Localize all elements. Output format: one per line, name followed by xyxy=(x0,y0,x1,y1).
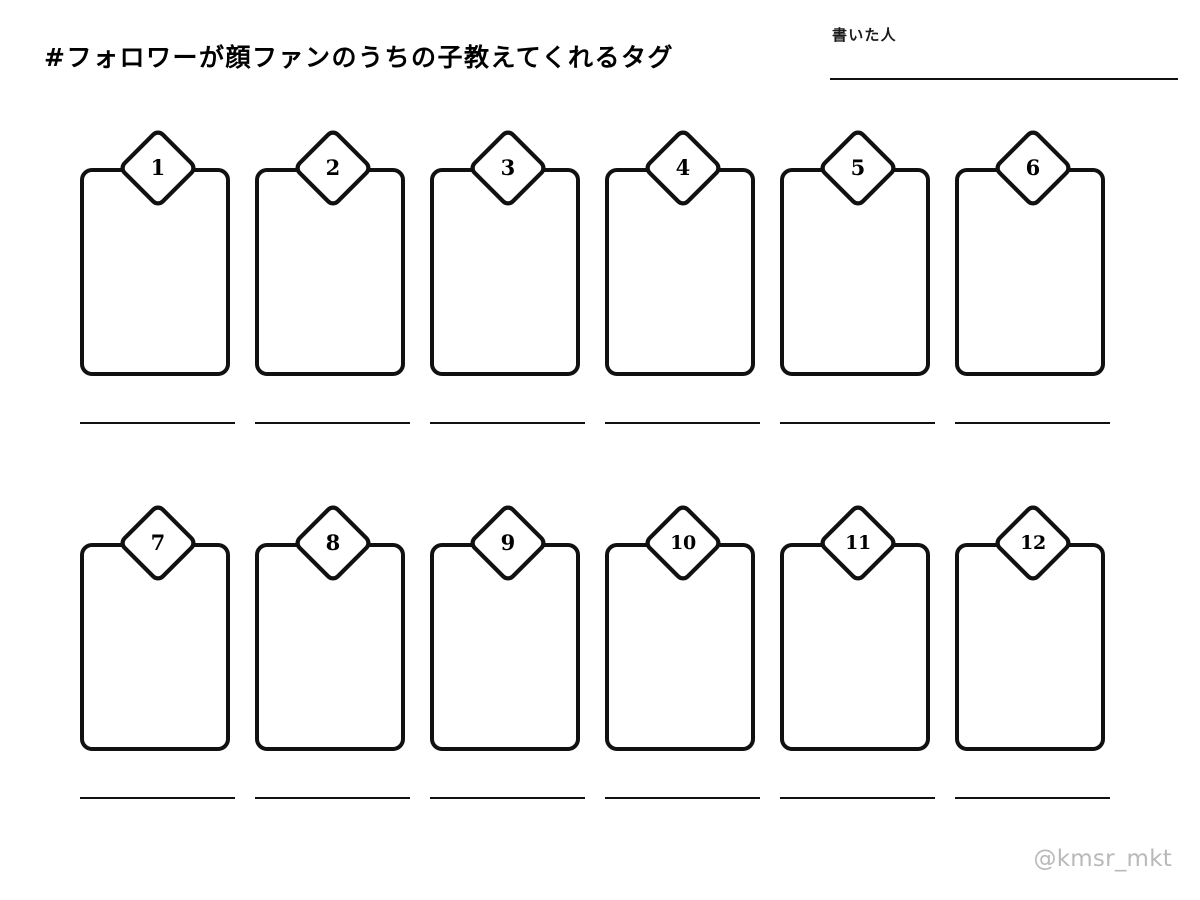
card-caption-line[interactable] xyxy=(255,422,410,424)
author-signature-line[interactable] xyxy=(830,78,1178,80)
diamond-badge-icon: 4 xyxy=(645,130,721,206)
card-number: 3 xyxy=(500,155,516,180)
diamond-badge-icon: 5 xyxy=(820,130,896,206)
author-block: 書いた人 xyxy=(830,24,1180,80)
card-slot: 6 xyxy=(955,130,1130,470)
card-number: 5 xyxy=(850,155,866,180)
card-caption-line[interactable] xyxy=(780,797,935,799)
card-caption-line[interactable] xyxy=(255,797,410,799)
card-number: 2 xyxy=(325,155,341,180)
card-number: 7 xyxy=(150,530,166,555)
card-caption-line[interactable] xyxy=(430,422,585,424)
watermark: @kmsr_mkt xyxy=(1033,846,1172,872)
card-slot: 11 xyxy=(780,505,955,845)
card-slot: 5 xyxy=(780,130,955,470)
card-number: 1 xyxy=(150,155,166,180)
card-slot: 7 xyxy=(80,505,255,845)
page-title: #フォロワーが顔ファンのうちの子教えてくれるタグ xyxy=(44,43,674,72)
card-caption-line[interactable] xyxy=(430,797,585,799)
card-slot: 4 xyxy=(605,130,780,470)
diamond-badge-icon: 8 xyxy=(295,505,371,581)
diamond-badge-icon: 1 xyxy=(120,130,196,206)
card-number: 4 xyxy=(675,155,691,180)
card-slot: 8 xyxy=(255,505,430,845)
diamond-badge-icon: 11 xyxy=(820,505,896,581)
card-caption-line[interactable] xyxy=(80,797,235,799)
card-caption-line[interactable] xyxy=(605,422,760,424)
card-slot: 9 xyxy=(430,505,605,845)
card-number: 11 xyxy=(845,531,871,554)
card-number: 6 xyxy=(1025,155,1041,180)
card-drawing-area[interactable] xyxy=(605,168,755,376)
card-caption-line[interactable] xyxy=(955,797,1110,799)
author-label: 書いた人 xyxy=(832,26,897,44)
card-slot: 10 xyxy=(605,505,780,845)
card-caption-line[interactable] xyxy=(80,422,235,424)
card-slot: 2 xyxy=(255,130,430,470)
card-row-1: 1 2 3 4 5 6 xyxy=(80,130,1130,470)
card-number: 8 xyxy=(325,530,341,555)
diamond-badge-icon: 10 xyxy=(645,505,721,581)
diamond-badge-icon: 2 xyxy=(295,130,371,206)
page-header: #フォロワーが顔ファンのうちの子教えてくれるタグ 書いた人 xyxy=(0,0,1200,105)
card-slot: 12 xyxy=(955,505,1130,845)
card-slot: 3 xyxy=(430,130,605,470)
card-caption-line[interactable] xyxy=(780,422,935,424)
card-drawing-area[interactable] xyxy=(955,168,1105,376)
diamond-badge-icon: 7 xyxy=(120,505,196,581)
card-number: 10 xyxy=(670,531,696,554)
card-number: 12 xyxy=(1020,531,1046,554)
diamond-badge-icon: 9 xyxy=(470,505,546,581)
card-caption-line[interactable] xyxy=(955,422,1110,424)
card-row-2: 7 8 9 10 11 12 xyxy=(80,505,1130,845)
card-number: 9 xyxy=(500,530,516,555)
diamond-badge-icon: 12 xyxy=(995,505,1071,581)
card-slot: 1 xyxy=(80,130,255,470)
diamond-badge-icon: 6 xyxy=(995,130,1071,206)
card-caption-line[interactable] xyxy=(605,797,760,799)
diamond-badge-icon: 3 xyxy=(470,130,546,206)
